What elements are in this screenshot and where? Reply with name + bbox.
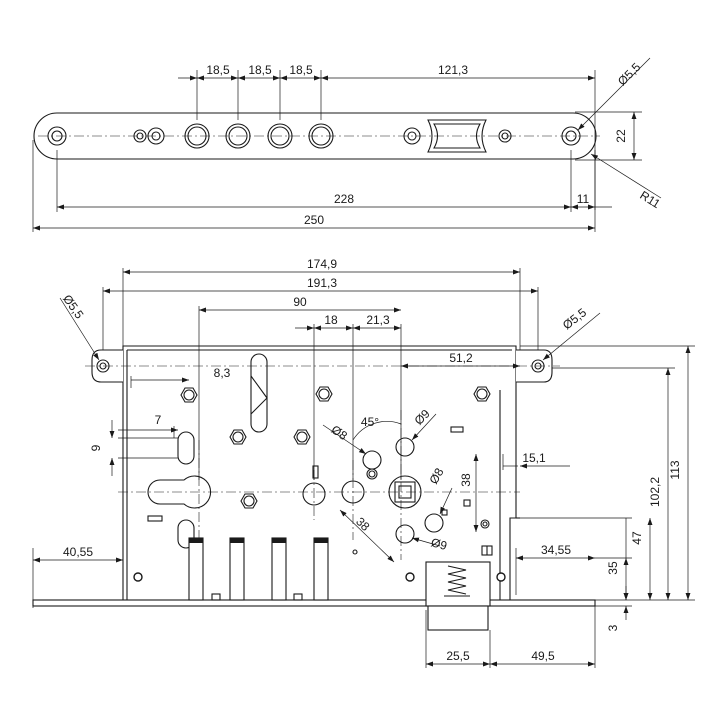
dim-lug-hole-left: Ø5,5: [60, 292, 87, 322]
dim-plate-height: 22: [614, 129, 628, 143]
side-notches: [177, 431, 195, 549]
faceplate-end-hole-left: [47, 126, 67, 146]
lock-body-front-view: 174,9 191,3 90 18 21,3 51,2 8,3 7 9 45° …: [32, 257, 695, 668]
small-slots: [147, 426, 493, 601]
dim-dia-9-a: Ø9: [412, 406, 433, 427]
faceplate-extension-lines: [32, 70, 642, 232]
dim-lug-hole-right: Ø5,5: [560, 305, 589, 332]
faceplate-dimension-lines: [33, 57, 662, 231]
faceplate-top-view: 18,5 18,5 18,5 121,3 Ø5,5 22 R11 228 11 …: [32, 57, 663, 232]
body-dimension-lines: [33, 269, 691, 667]
dim-7: 7: [155, 413, 162, 427]
dim-38-diagonal: 38: [353, 514, 373, 534]
dim-dia-9-b: Ø9: [429, 535, 448, 553]
body-faceplate: [32, 599, 596, 607]
dim-15-1: 15,1: [522, 451, 546, 465]
dim-21-3: 21,3: [366, 313, 390, 327]
dim-case-width: 174,9: [307, 257, 337, 271]
cylinder-keyhole: [147, 475, 212, 509]
hex-screws: [180, 386, 491, 509]
dim-9-side: 9: [89, 444, 103, 451]
dim-backset: 90: [293, 295, 307, 309]
lock-case-outline: [122, 345, 517, 600]
dim-35: 35: [606, 561, 620, 575]
dim-51-2: 51,2: [449, 351, 473, 365]
dim-47: 47: [630, 531, 644, 545]
latch-spring: [447, 565, 467, 595]
dim-34-55: 34,55: [541, 543, 571, 557]
dim-40-55: 40,55: [63, 545, 93, 559]
dim-38-vertical: 38: [459, 473, 473, 487]
latch-slot: [250, 353, 268, 433]
dim-to-end-hole: 121,3: [438, 63, 468, 77]
faceplate-bolt-holes: [184, 123, 334, 149]
dim-hole-spacing: 228: [334, 192, 354, 206]
dim-dia-8-b: Ø8: [426, 465, 446, 486]
dim-lug-spacing: 191,3: [307, 276, 337, 290]
square-spindle-hole: [394, 481, 416, 503]
latch-bolt: [425, 561, 491, 631]
dim-dia-8-a: Ø8: [329, 422, 350, 443]
dim-25-5: 25,5: [446, 649, 470, 663]
dim-102-2: 102,2: [648, 477, 662, 507]
bolt-legs: [188, 537, 329, 601]
dim-hole-to-end: 11: [577, 192, 590, 206]
dim-8-3: 8,3: [214, 366, 231, 380]
dim-end-hole-diameter: Ø5,5: [615, 60, 644, 89]
dim-pitch-1: 18,5: [206, 63, 230, 77]
faceplate-outline: [33, 112, 597, 160]
dim-pitch-2: 18,5: [248, 63, 272, 77]
dim-overall-length: 250: [304, 213, 324, 227]
follower-holes: [302, 437, 490, 555]
dim-113: 113: [668, 460, 682, 479]
dim-49-5: 49,5: [531, 649, 555, 663]
corner-holes: [133, 572, 506, 582]
latch-opening: [427, 119, 487, 153]
dim-end-radius: R11: [637, 188, 663, 211]
faceplate-latch-area: [403, 119, 512, 153]
dim-18: 18: [324, 313, 338, 327]
dim-angle: 45°: [361, 415, 379, 429]
dim-pitch-3: 18,5: [289, 63, 313, 77]
dim-3: 3: [606, 624, 620, 631]
faceplate-end-hole-right: [561, 126, 581, 146]
faceplate-screw-holes: [133, 127, 165, 145]
